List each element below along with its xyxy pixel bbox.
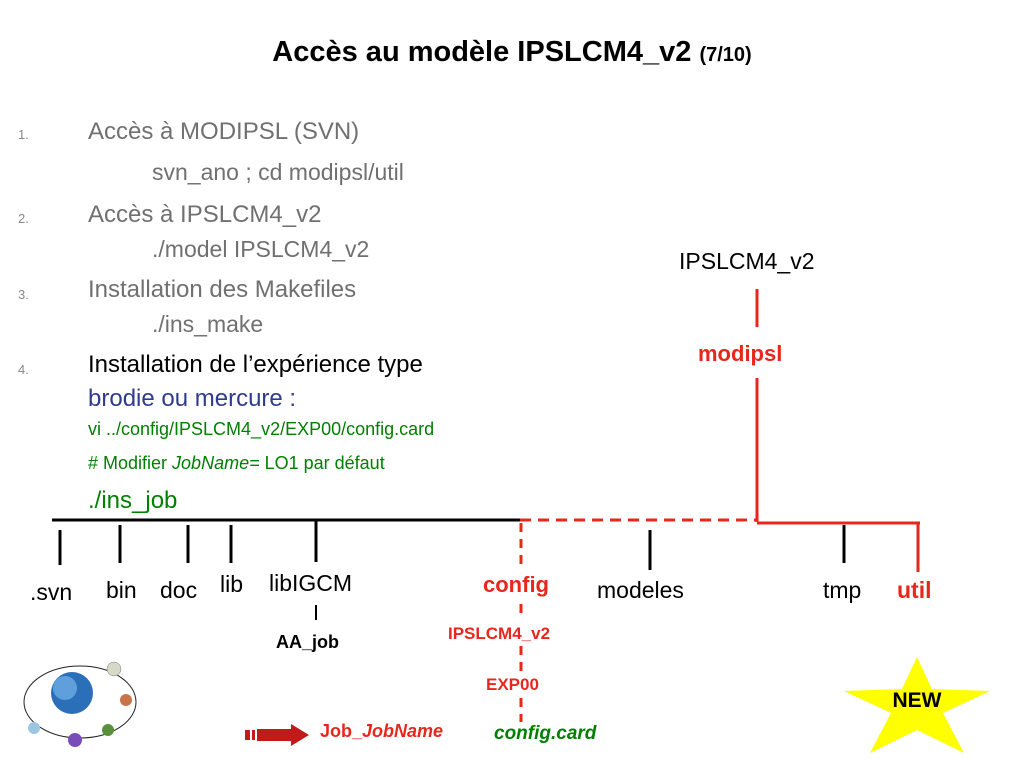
step-1-command: svn_ano ; cd modipsl/util: [152, 159, 404, 185]
lib-label: lib: [220, 571, 244, 597]
config-sub-label: IPSLCM4_v2: [448, 624, 551, 643]
svn-label: .svn: [30, 579, 73, 605]
step-1-number: 1.: [18, 127, 29, 142]
star-icon: NEW: [844, 657, 990, 753]
step-4-machines: brodie ou mercure :: [88, 385, 297, 412]
libigcm-label: libIGCM: [269, 570, 353, 596]
comment-var: JobName=: [172, 453, 260, 473]
new-badge-text: NEW: [893, 689, 942, 712]
step-4-number: 4.: [18, 362, 29, 377]
title-count: (7/10): [699, 44, 752, 66]
step-4-edit-command: vi ../config/IPSLCM4_v2/EXP00/config.car…: [88, 419, 435, 439]
step-3-number: 3.: [18, 287, 29, 302]
tmp-label: tmp: [823, 577, 862, 603]
step-2-title: Accès à IPSLCM4_v2: [88, 201, 322, 228]
step-4-comment: # Modifier JobName= LO1 par défaut: [88, 453, 385, 474]
aa-job-label: AA_job: [276, 632, 339, 652]
step-2-number: 2.: [18, 211, 29, 226]
comment-suffix: LO1 par défaut: [259, 453, 385, 473]
right-arrow-icon: [245, 724, 309, 746]
step-4-title: Installation de l’expérience type: [88, 351, 423, 378]
step-4-final-command: ./ins_job: [88, 487, 178, 514]
job-name-label: Job_JobName: [320, 721, 443, 742]
step-1-title: Accès à MODIPSL (SVN): [88, 118, 360, 145]
exp00-label: EXP00: [486, 675, 539, 694]
config-label: config: [483, 572, 549, 597]
step-2-command: ./model IPSLCM4_v2: [152, 236, 370, 262]
doc-label: doc: [160, 577, 198, 603]
slide-title: Accès au modèle IPSLCM4_v2 (7/10): [0, 36, 1024, 69]
job-prefix: Job_: [320, 721, 363, 741]
util-label: util: [897, 577, 932, 603]
bin-label: bin: [106, 577, 137, 603]
job-name-var: JobName: [362, 721, 444, 741]
institute-logo-icon: [23, 661, 137, 747]
root-label: IPSLCM4_v2: [679, 248, 815, 274]
modeles-label: modeles: [597, 577, 684, 603]
modipsl-label: modipsl: [698, 341, 783, 366]
config-card-label: config.card: [494, 723, 597, 744]
title-text: Accès au modèle IPSLCM4_v2: [272, 36, 692, 68]
comment-prefix: # Modifier: [88, 453, 173, 473]
step-3-title: Installation des Makefiles: [88, 276, 357, 303]
step-3-command: ./ins_make: [152, 311, 264, 337]
